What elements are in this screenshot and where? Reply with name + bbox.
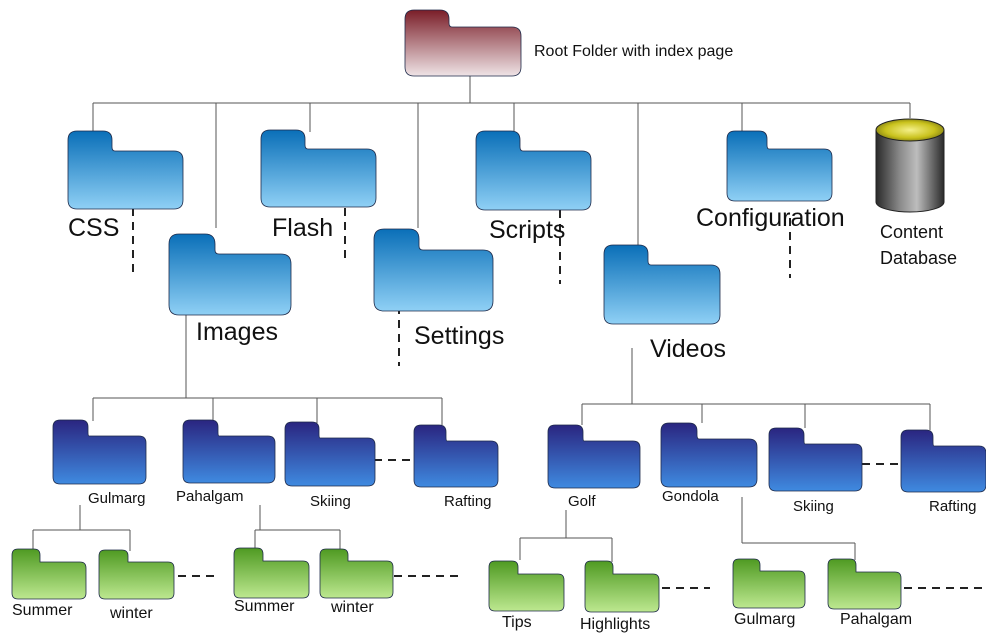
images-gulmarg-folder-icon [52,419,147,485]
gulmarg-summer-label: Summer [12,602,73,619]
content-database-icon [875,118,945,213]
golf-highlights-folder-icon [584,560,660,613]
flash-folder-icon [260,129,377,208]
root-folder-label: Root Folder with index page [534,43,734,60]
gulmarg-winter-label: winter [110,605,153,622]
images-skiing-label: Skiing [310,493,351,510]
scripts-folder-label: Scripts [489,216,566,244]
videos-rafting-label: Rafting [929,498,977,515]
videos-skiing-label: Skiing [793,498,834,515]
images-pahalgam-folder-icon [182,419,276,484]
images-rafting-label: Rafting [444,493,492,510]
images-gulmarg-label: Gulmarg [88,490,146,507]
flash-folder-label: Flash [272,214,334,242]
images-folder-icon [168,233,292,316]
gondola-pahalgam-folder-icon [827,558,902,610]
pahalgam-summer-label: Summer [234,598,295,615]
content-database-label-line2: Database [880,248,958,268]
gondola-gulmarg-folder-icon [732,558,806,609]
golf-highlights-label: Highlights [580,616,651,633]
content-database-label-line1: Content [880,222,944,242]
tree-connectors [32,76,931,562]
gulmarg-winter-folder-icon [98,549,175,600]
golf-tips-folder-icon [488,560,565,612]
videos-folder-label: Videos [650,335,726,363]
images-folder-label: Images [196,318,278,346]
golf-tips-label: Tips [502,614,532,631]
videos-gondola-label: Gondola [662,488,719,505]
images-skiing-folder-icon [284,421,376,487]
css-folder-label: CSS [68,214,120,242]
pahalgam-summer-folder-icon [233,547,310,599]
settings-folder-icon [373,228,494,312]
scripts-folder-icon [475,130,592,211]
pahalgam-winter-folder-icon [319,548,394,599]
videos-gondola-folder-icon [660,422,758,488]
videos-golf-label: Golf [568,493,596,510]
configuration-folder-icon [726,130,833,202]
videos-folder-icon [603,244,721,325]
videos-skiing-folder-icon [768,427,863,492]
gondola-gulmarg-label: Gulmarg [734,611,796,628]
images-rafting-folder-icon [413,424,499,488]
videos-rafting-folder-icon [900,429,986,493]
images-pahalgam-label: Pahalgam [176,488,244,505]
gondola-pahalgam-label: Pahalgam [840,611,913,628]
css-folder-icon [67,130,184,210]
configuration-folder-label: Configuration [696,204,845,232]
pahalgam-winter-label: winter [331,599,374,616]
videos-golf-folder-icon [547,424,641,489]
continuation-dashes [132,208,986,589]
gulmarg-summer-folder-icon [11,548,87,600]
root-folder-icon [404,9,522,77]
settings-folder-label: Settings [414,322,505,350]
